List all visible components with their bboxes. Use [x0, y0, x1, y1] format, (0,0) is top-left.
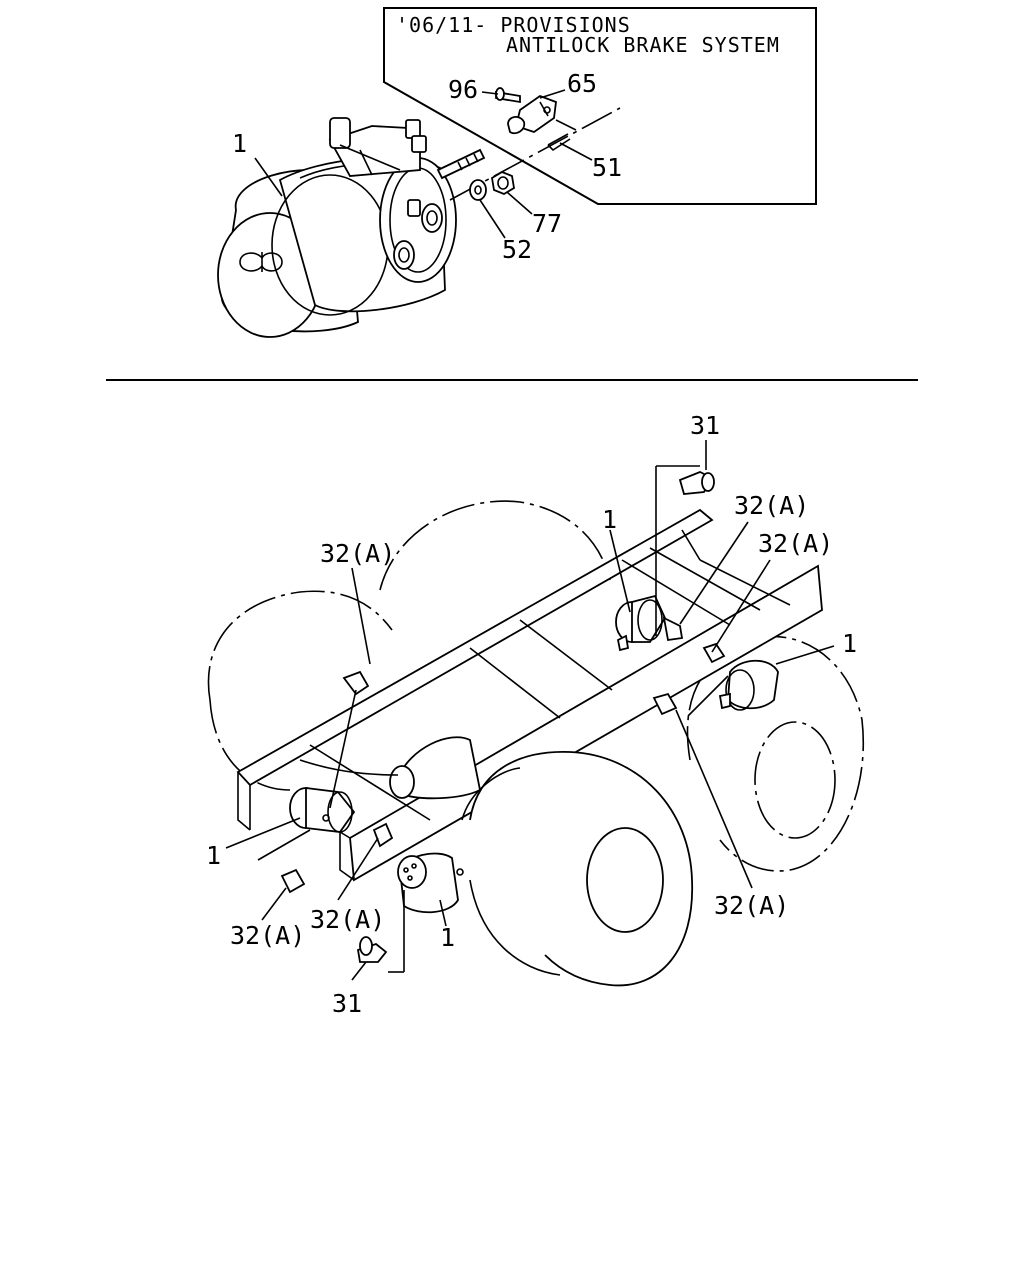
fitting-32a-right-lower	[652, 692, 678, 716]
callout-32a-top-left: 32(A)	[320, 539, 395, 568]
fitting-32a-left-upper	[342, 670, 370, 696]
fitting-32a-left-lower	[280, 868, 306, 894]
fitting-32a-right-upper	[702, 642, 726, 664]
callout-1-mid: 1	[602, 505, 617, 534]
callout-1-detail: 1	[232, 129, 247, 158]
nut-77	[491, 170, 515, 196]
callout-32a-left-lower: 32(A)	[230, 921, 305, 950]
brake-chamber-rear-right-lower	[718, 659, 779, 711]
sensor-31-top	[678, 471, 715, 495]
callout-51: 51	[592, 153, 622, 182]
callout-1-left: 1	[206, 841, 221, 870]
tire-rear-left-inner	[379, 500, 611, 591]
callout-1-right: 1	[842, 629, 857, 658]
fitting-32a-center	[372, 822, 394, 848]
brake-chamber-front-left	[289, 786, 356, 833]
callout-32a-right-lower: 32(A)	[714, 891, 789, 920]
note-line-2: ANTILOCK BRAKE SYSTEM	[506, 33, 780, 57]
abs-provision-box	[383, 7, 817, 205]
brake-chamber-detail	[217, 107, 621, 338]
tire-rear-left-outer	[207, 590, 393, 791]
callout-31-bottom: 31	[332, 989, 362, 1018]
pin-96	[495, 87, 521, 104]
callout-77: 77	[532, 209, 562, 238]
clevis-65	[507, 94, 557, 135]
brake-chamber-rear-right-upper	[615, 594, 684, 652]
tire-front-right	[461, 751, 693, 987]
callout-31-top: 31	[690, 411, 720, 440]
washer-52	[469, 179, 487, 201]
callout-32a-top-right: 32(A)	[734, 491, 809, 520]
callout-1-bottom: 1	[440, 923, 455, 952]
callout-65: 65	[567, 69, 597, 98]
callout-96: 96	[448, 75, 478, 104]
brake-chamber-front-right	[397, 852, 464, 914]
callout-32a-right-upper: 32(A)	[758, 529, 833, 558]
chassis-frame	[236, 508, 823, 882]
sensor-31-bottom	[356, 936, 388, 963]
callout-32a-center: 32(A)	[310, 905, 385, 934]
cotter-pin-51	[547, 133, 571, 152]
note-line-1: '06/11- PROVISIONS	[396, 13, 631, 37]
callout-52: 52	[502, 235, 532, 264]
